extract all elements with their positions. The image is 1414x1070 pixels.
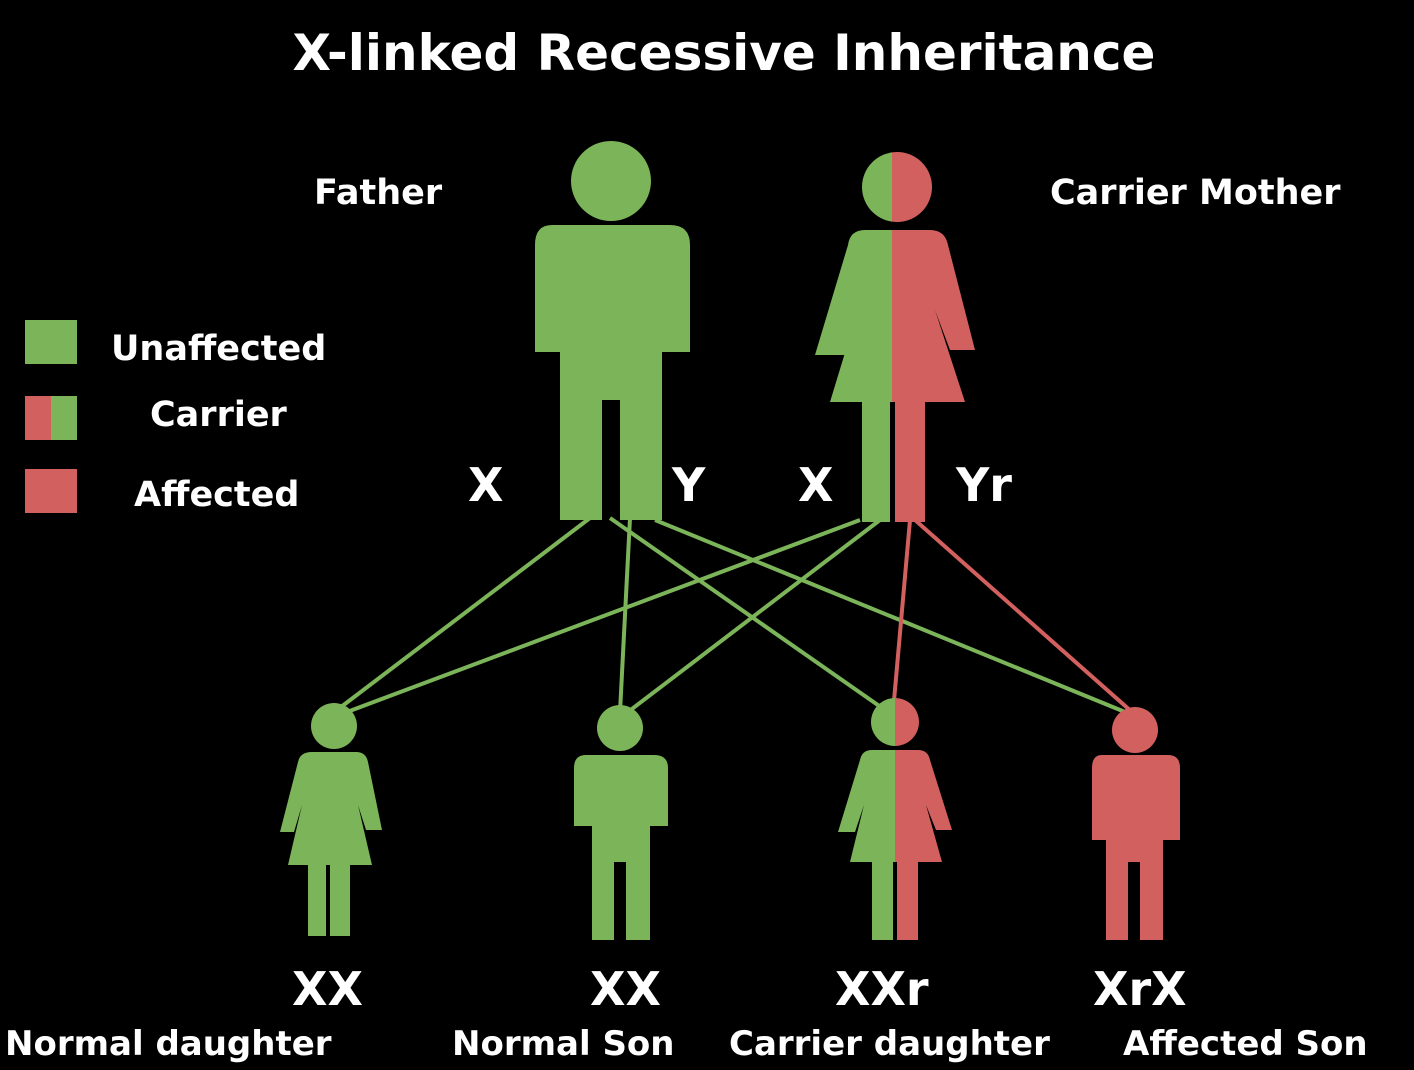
normal-daughter-figure-icon	[280, 703, 382, 936]
line-mother-to-affected-son	[913, 518, 1134, 714]
father-allele-x: X	[468, 458, 504, 512]
mother-allele-yr: Yr	[956, 458, 1012, 512]
father-label: Father	[314, 173, 443, 213]
inheritance-lines	[335, 516, 1134, 714]
normal-son-figure-icon	[574, 705, 668, 940]
line-father-to-daughter	[335, 516, 592, 712]
genotype-normal-son: XX	[590, 962, 661, 1016]
legend-label-unaffected: Unaffected	[111, 329, 327, 369]
legend-label-carrier: Carrier	[150, 395, 287, 435]
father-allele-y: Y	[672, 458, 706, 512]
mother-allele-x: X	[798, 458, 834, 512]
legend-swatch-carrier	[25, 396, 77, 440]
label-carrier-daughter: Carrier daughter	[729, 1024, 1050, 1064]
line-mother-to-son	[626, 518, 882, 714]
genotype-affected-son: XrX	[1093, 962, 1187, 1016]
legend-label-affected: Affected	[134, 475, 300, 515]
label-normal-son: Normal Son	[452, 1024, 675, 1064]
line-father-to-son	[618, 517, 632, 713]
carrier-mother-figure-icon	[815, 152, 975, 522]
affected-son-figure-icon	[1092, 707, 1180, 940]
carrier-mother-label: Carrier Mother	[1050, 173, 1341, 213]
line-mother-to-daughter	[346, 518, 861, 714]
carrier-daughter-figure-icon	[838, 698, 952, 940]
page-title: X-linked Recessive Inheritance	[292, 24, 1156, 82]
legend-swatch-unaffected	[25, 320, 77, 364]
line-mother-to-carrier-daughter	[891, 519, 912, 713]
label-affected-son: Affected Son	[1123, 1024, 1368, 1064]
father-figure-icon	[535, 141, 690, 520]
genotype-carrier-daughter: XXr	[835, 962, 929, 1016]
line-father-to-affected-son	[654, 518, 1126, 714]
label-normal-daughter: Normal daughter	[5, 1024, 332, 1064]
genotype-normal-daughter: XX	[292, 962, 363, 1016]
legend-swatch-affected	[25, 469, 77, 513]
line-father-to-carrier-daughter	[608, 516, 887, 712]
